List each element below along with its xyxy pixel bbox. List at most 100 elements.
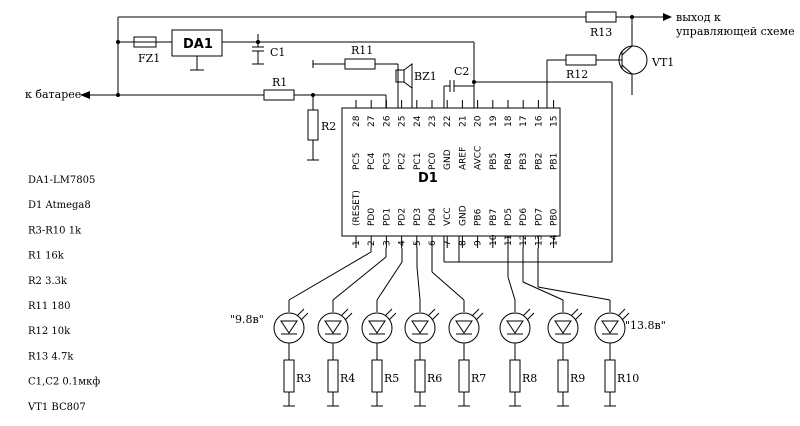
output-label-2: управляющей схеме xyxy=(676,25,795,38)
transistor-section: R12 VT1 xyxy=(546,36,674,108)
bz1-buzzer xyxy=(395,69,405,83)
load-resistor xyxy=(327,359,339,393)
c2-capacitor: C2 xyxy=(443,42,476,108)
led-channel: R10 xyxy=(537,248,639,407)
r12-resistor xyxy=(565,54,597,66)
load-resistor xyxy=(458,359,470,393)
led-channel: R6 xyxy=(404,248,442,407)
pin-number: 11 xyxy=(504,235,514,246)
led-diode xyxy=(361,312,393,344)
bz1-label: BZ1 xyxy=(414,70,437,83)
pin-name: (RESET) xyxy=(352,190,362,226)
led-diode xyxy=(404,312,436,344)
pin-number: 19 xyxy=(489,115,499,127)
led-diode xyxy=(594,312,626,344)
pin-name: PD6 xyxy=(519,208,529,226)
resistor-label: R5 xyxy=(384,372,399,385)
load-resistor xyxy=(557,359,569,393)
pin-number: 17 xyxy=(519,116,529,127)
pin-name: PB2 xyxy=(534,153,544,170)
pin-name: GND xyxy=(458,205,468,226)
d1-label: D1 xyxy=(418,171,438,186)
pin-number: 23 xyxy=(428,116,438,127)
led-high-label: "13.8в" xyxy=(625,319,666,332)
led-diode xyxy=(448,312,480,344)
resistor-label: R6 xyxy=(427,372,442,385)
r13-label: R13 xyxy=(590,26,612,39)
r1-label: R1 xyxy=(272,76,287,89)
battery-rail: к батарее xyxy=(25,17,264,101)
bom-line: R2 3.3k xyxy=(28,276,68,287)
pin-name: PB5 xyxy=(489,153,499,170)
divider-section: R1 R2 xyxy=(263,76,387,161)
c2-label: C2 xyxy=(454,65,469,78)
pin-name: PD0 xyxy=(367,208,377,226)
pin-number: 21 xyxy=(458,116,468,127)
resistor-label: R4 xyxy=(340,372,355,385)
resistor-label: R10 xyxy=(617,372,639,385)
pin-name: PC2 xyxy=(398,153,408,170)
led-diode xyxy=(547,312,579,344)
pin-number: 15 xyxy=(550,116,560,127)
pin-name: PD5 xyxy=(504,208,514,226)
load-resistor xyxy=(509,359,521,393)
bom-line: VT1 BC807 xyxy=(27,402,86,413)
resistor-label: R9 xyxy=(570,372,585,385)
load-resistor xyxy=(283,359,295,393)
pin-number: 10 xyxy=(489,234,499,246)
bom-line: R11 180 xyxy=(28,301,71,312)
led-diode xyxy=(317,312,349,344)
battery-arrow xyxy=(80,91,90,99)
led-channel: R9 xyxy=(522,248,585,407)
output-rail: выход к управляющей схеме R13 xyxy=(118,11,795,39)
output-arrow xyxy=(663,13,672,21)
r1-resistor xyxy=(263,89,295,101)
pin-number: 5 xyxy=(413,240,423,246)
vt1-transistor xyxy=(618,45,648,75)
bom-line: R12 10k xyxy=(28,326,71,337)
r11-label: R11 xyxy=(351,44,373,57)
pin-name: GND xyxy=(443,149,453,170)
load-resistor xyxy=(414,359,426,393)
pin-name: PD7 xyxy=(534,208,544,226)
d1-chip xyxy=(341,107,561,237)
r2-resistor xyxy=(307,109,319,141)
vcc-line xyxy=(443,81,613,263)
pin-number: 8 xyxy=(458,240,468,246)
da1-label: DA1 xyxy=(183,37,213,52)
pin-name: PB1 xyxy=(550,153,560,170)
pin-name: PC1 xyxy=(413,153,423,170)
pin-number: 12 xyxy=(519,235,529,246)
bom-line: DA1-LM7805 xyxy=(28,175,95,186)
c1-label: C1 xyxy=(270,46,285,59)
load-resistor xyxy=(604,359,616,393)
r13-resistor xyxy=(585,11,617,23)
pin-number: 26 xyxy=(382,115,392,127)
pin-number: 22 xyxy=(443,116,453,127)
pin-name: PD1 xyxy=(382,208,392,226)
r2-label: R2 xyxy=(321,120,336,133)
pin-number: 3 xyxy=(382,240,392,246)
led-low-label: "9.8в" xyxy=(230,313,264,326)
led-channel: R3 xyxy=(273,248,372,407)
pin-name: PC5 xyxy=(352,153,362,170)
d1-top-pins: 28PC527PC426PC325PC224PC123PC022GND21ARE… xyxy=(352,100,560,170)
resistor-label: R3 xyxy=(296,372,311,385)
output-label: выход к xyxy=(676,11,721,24)
load-resistor xyxy=(371,359,383,393)
pin-name: PC0 xyxy=(428,152,438,170)
pin-number: 14 xyxy=(550,234,560,246)
bom-line: R1 16k xyxy=(28,251,65,262)
pin-name: PB6 xyxy=(474,208,484,226)
bom-line: R13 4.7k xyxy=(28,351,74,362)
vt1-label: VT1 xyxy=(651,56,674,69)
resistor-label: R7 xyxy=(471,372,486,385)
pin-number: 1 xyxy=(352,240,362,246)
led-channel: R5 xyxy=(361,248,403,407)
pin-name: PB7 xyxy=(489,209,499,226)
buzzer-section: R11 BZ1 xyxy=(312,44,437,108)
pin-name: PD2 xyxy=(398,208,408,226)
pin-name: AREF xyxy=(458,147,468,170)
pin-number: 6 xyxy=(428,240,438,246)
